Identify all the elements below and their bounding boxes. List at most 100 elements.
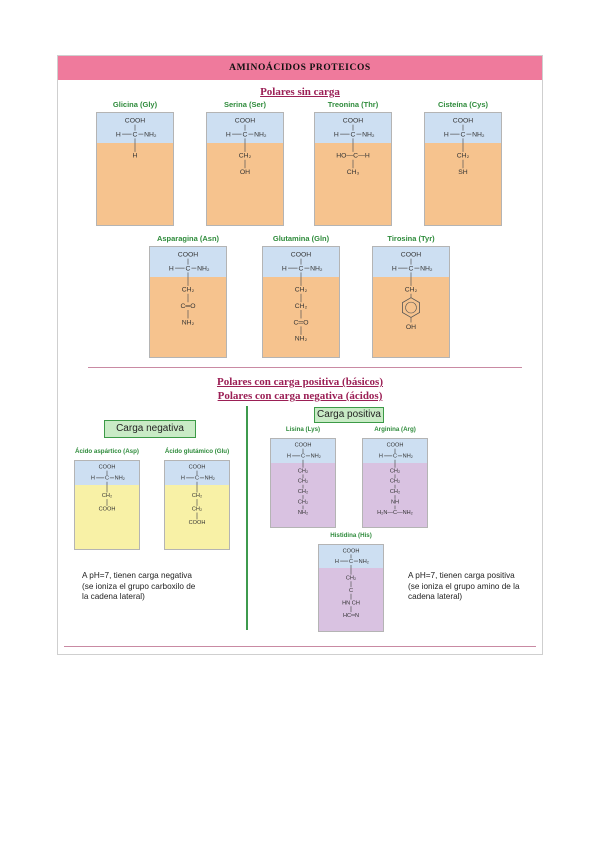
section-title-uncharged: Polares sin carga: [260, 86, 340, 98]
side-chain-label: COOH: [99, 507, 116, 513]
h-label: H: [116, 131, 121, 138]
card-title: Lisina (Lys): [285, 426, 321, 433]
side-chain-label: H: [133, 153, 138, 160]
ring-circle: [405, 301, 417, 314]
label-positive: Carga positiva: [314, 407, 384, 423]
card-title: Asparagina (Asn): [156, 234, 220, 243]
side-chain-region: [425, 143, 501, 225]
nh2-label: NH₂: [359, 559, 369, 565]
nh2-label: NH₂: [205, 476, 215, 482]
card-title: Glutamina (Gln): [272, 234, 330, 243]
alpha-carbon-label: C: [349, 559, 353, 565]
card-title: Cisteína (Cys): [437, 100, 488, 109]
side-chain-label: CH₂: [102, 493, 112, 499]
h-label: H: [334, 131, 339, 138]
alpha-carbon-label: C: [299, 265, 304, 272]
card-title: Serina (Ser): [223, 100, 267, 109]
nh2-label: NH₂: [310, 265, 323, 272]
side-chain-label: C═O: [293, 319, 308, 326]
cooh-label: COOH: [99, 465, 116, 471]
bottom-rule: [64, 646, 536, 647]
side-chain-label: OH: [406, 324, 416, 331]
side-chain-label: NH₂: [298, 510, 308, 516]
alpha-carbon-label: C: [461, 131, 466, 138]
nh2-label: NH₂: [403, 454, 413, 460]
nh2-label: NH₂: [420, 265, 433, 272]
side-chain-label: HC═N: [343, 613, 359, 619]
page-banner: AMINOÁCIDOS PROTEICOS: [58, 56, 542, 80]
side-chain-region: [315, 143, 391, 225]
alpha-carbon-label: C: [301, 454, 305, 460]
alpha-carbon-label: C: [351, 131, 356, 138]
alpha-carbon-label: C: [393, 454, 397, 460]
card-title: Ácido glutámico (Glu): [164, 448, 230, 455]
side-chain-label: CH₂: [390, 468, 400, 474]
h-label: H: [226, 131, 231, 138]
section-rule: [88, 367, 522, 368]
h-label: H: [181, 476, 185, 482]
note-negative: A pH=7, tienen carga negativa (se ioniza…: [82, 571, 196, 601]
side-chain-region: [271, 463, 335, 527]
side-chain-region: [363, 463, 427, 527]
side-chain-label: NH₂: [295, 336, 308, 343]
side-chain-label: CH₂: [192, 507, 202, 513]
side-chain-label: CH₂: [457, 153, 470, 160]
cooh-label: COOH: [453, 118, 473, 125]
side-chain-region: [207, 143, 283, 225]
side-chain-label: NH: [391, 499, 399, 505]
side-chain-label: HN CH: [342, 600, 360, 606]
card-title: Tirosina (Tyr): [387, 234, 435, 243]
h-label: H: [379, 454, 383, 460]
side-chain-label: CH₂: [295, 303, 308, 310]
side-chain-region: [75, 485, 139, 549]
h-label: H: [444, 131, 449, 138]
h-label: H: [287, 454, 291, 460]
side-chain-label: OH: [240, 169, 250, 176]
h-label: H: [169, 265, 174, 272]
alpha-carbon-label: C: [243, 131, 248, 138]
side-chain-label: CH₂: [346, 575, 356, 581]
side-chain-label: C═O: [180, 303, 195, 310]
side-chain-label: SH: [458, 169, 468, 176]
side-chain-label: CH₂: [390, 479, 400, 485]
side-chain-region: [97, 143, 173, 225]
section-title-negative: Polares con carga negativa (ácidos): [217, 390, 383, 402]
cooh-label: COOH: [178, 252, 198, 259]
alpha-carbon-label: C: [186, 265, 191, 272]
alpha-carbon-label: C: [105, 476, 109, 482]
nh2-label: NH₂: [197, 265, 210, 272]
alpha-carbon-label: C: [195, 476, 199, 482]
h-label: H: [282, 265, 287, 272]
cooh-label: COOH: [235, 118, 255, 125]
side-chain-label: CH₂: [298, 499, 308, 505]
card-title: Glicina (Gly): [112, 100, 158, 109]
h-label: H: [91, 476, 95, 482]
